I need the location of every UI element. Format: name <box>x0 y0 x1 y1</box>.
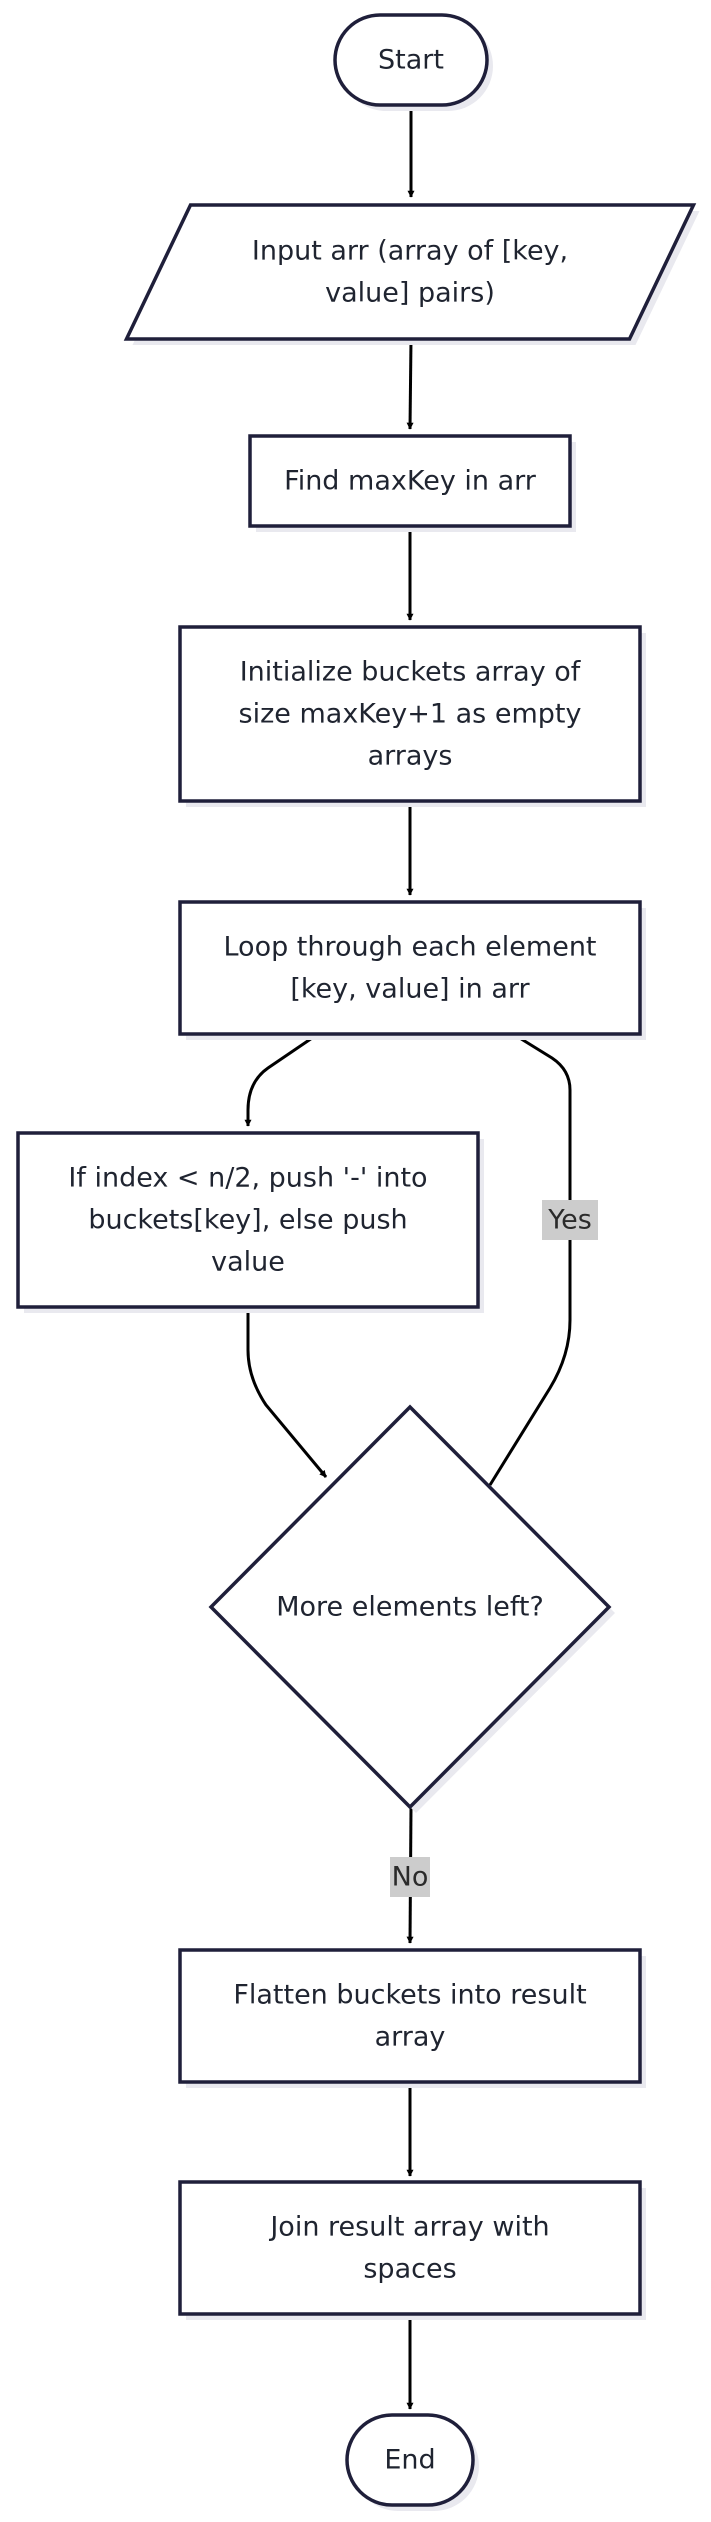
edge-label-yes: Yes <box>542 1200 598 1240</box>
node-more-decision: More elements left? <box>208 1404 615 1813</box>
node-label-line: Flatten buckets into result <box>233 1980 586 2011</box>
edge-label-text: Yes <box>547 1205 592 1236</box>
node-end-terminal: End <box>345 2413 479 2511</box>
node-shape <box>178 900 642 1036</box>
node-flatten-process: Flatten buckets into result array <box>178 1948 646 2088</box>
node-label-line: value <box>211 1247 285 1278</box>
node-shape <box>208 1404 612 1810</box>
edge-loop-to-ifidx <box>244 1032 319 1127</box>
node-label-line: End <box>384 2445 435 2476</box>
node-label-line: Initialize buckets array of <box>240 657 582 688</box>
node-shape <box>333 13 489 107</box>
node-label-line: Join result array with <box>268 2212 549 2243</box>
node-label-line: spaces <box>363 2254 456 2285</box>
node-findmax-process: Find maxKey in arr <box>248 434 576 532</box>
edge-more-to-loop <box>488 1030 572 1486</box>
edge-label-background <box>542 1200 598 1240</box>
node-label-line: buckets[key], else push <box>88 1205 407 1236</box>
edge-input-to-findmax <box>406 338 414 430</box>
edge-label-no: No <box>390 1857 430 1897</box>
node-label-line: Loop through each element <box>223 932 596 963</box>
node-shape <box>345 2413 475 2507</box>
node-input-parallelogram: Input arr (array of [key, value] pairs) <box>123 203 700 345</box>
edge-label-background <box>390 1857 430 1897</box>
node-loop-process: Loop through each element [key, value] in… <box>178 900 646 1040</box>
node-label-line: size maxKey+1 as empty <box>239 699 582 730</box>
node-ifidx-process: If index < n/2, push '-' into buckets[key… <box>16 1131 484 1313</box>
node-label-line: array <box>375 2022 446 2053</box>
node-shape <box>178 2180 642 2316</box>
node-label-line: Input arr (array of [key, <box>252 236 568 267</box>
node-shape <box>178 1948 642 2084</box>
node-label-line: Start <box>378 45 444 76</box>
node-label-line: [key, value] in arr <box>290 974 530 1005</box>
edge-label-text: No <box>392 1862 429 1893</box>
node-shape <box>248 434 572 528</box>
node-shape <box>123 203 697 341</box>
node-start-terminal: Start <box>333 13 493 111</box>
node-shape <box>178 625 642 803</box>
node-label-line: arrays <box>368 741 453 772</box>
edges-layer <box>244 105 572 2410</box>
node-label-line: Find maxKey in arr <box>284 466 537 497</box>
node-shape <box>16 1131 480 1309</box>
edge-ifidx-to-more <box>246 1307 328 1478</box>
node-label-line: More elements left? <box>276 1592 544 1623</box>
node-label-line: If index < n/2, push '-' into <box>68 1163 427 1194</box>
node-join-process: Join result array with spaces <box>178 2180 646 2320</box>
node-label-line: value] pairs) <box>325 278 495 309</box>
node-init-process: Initialize buckets array of size maxKey+1… <box>178 625 646 807</box>
